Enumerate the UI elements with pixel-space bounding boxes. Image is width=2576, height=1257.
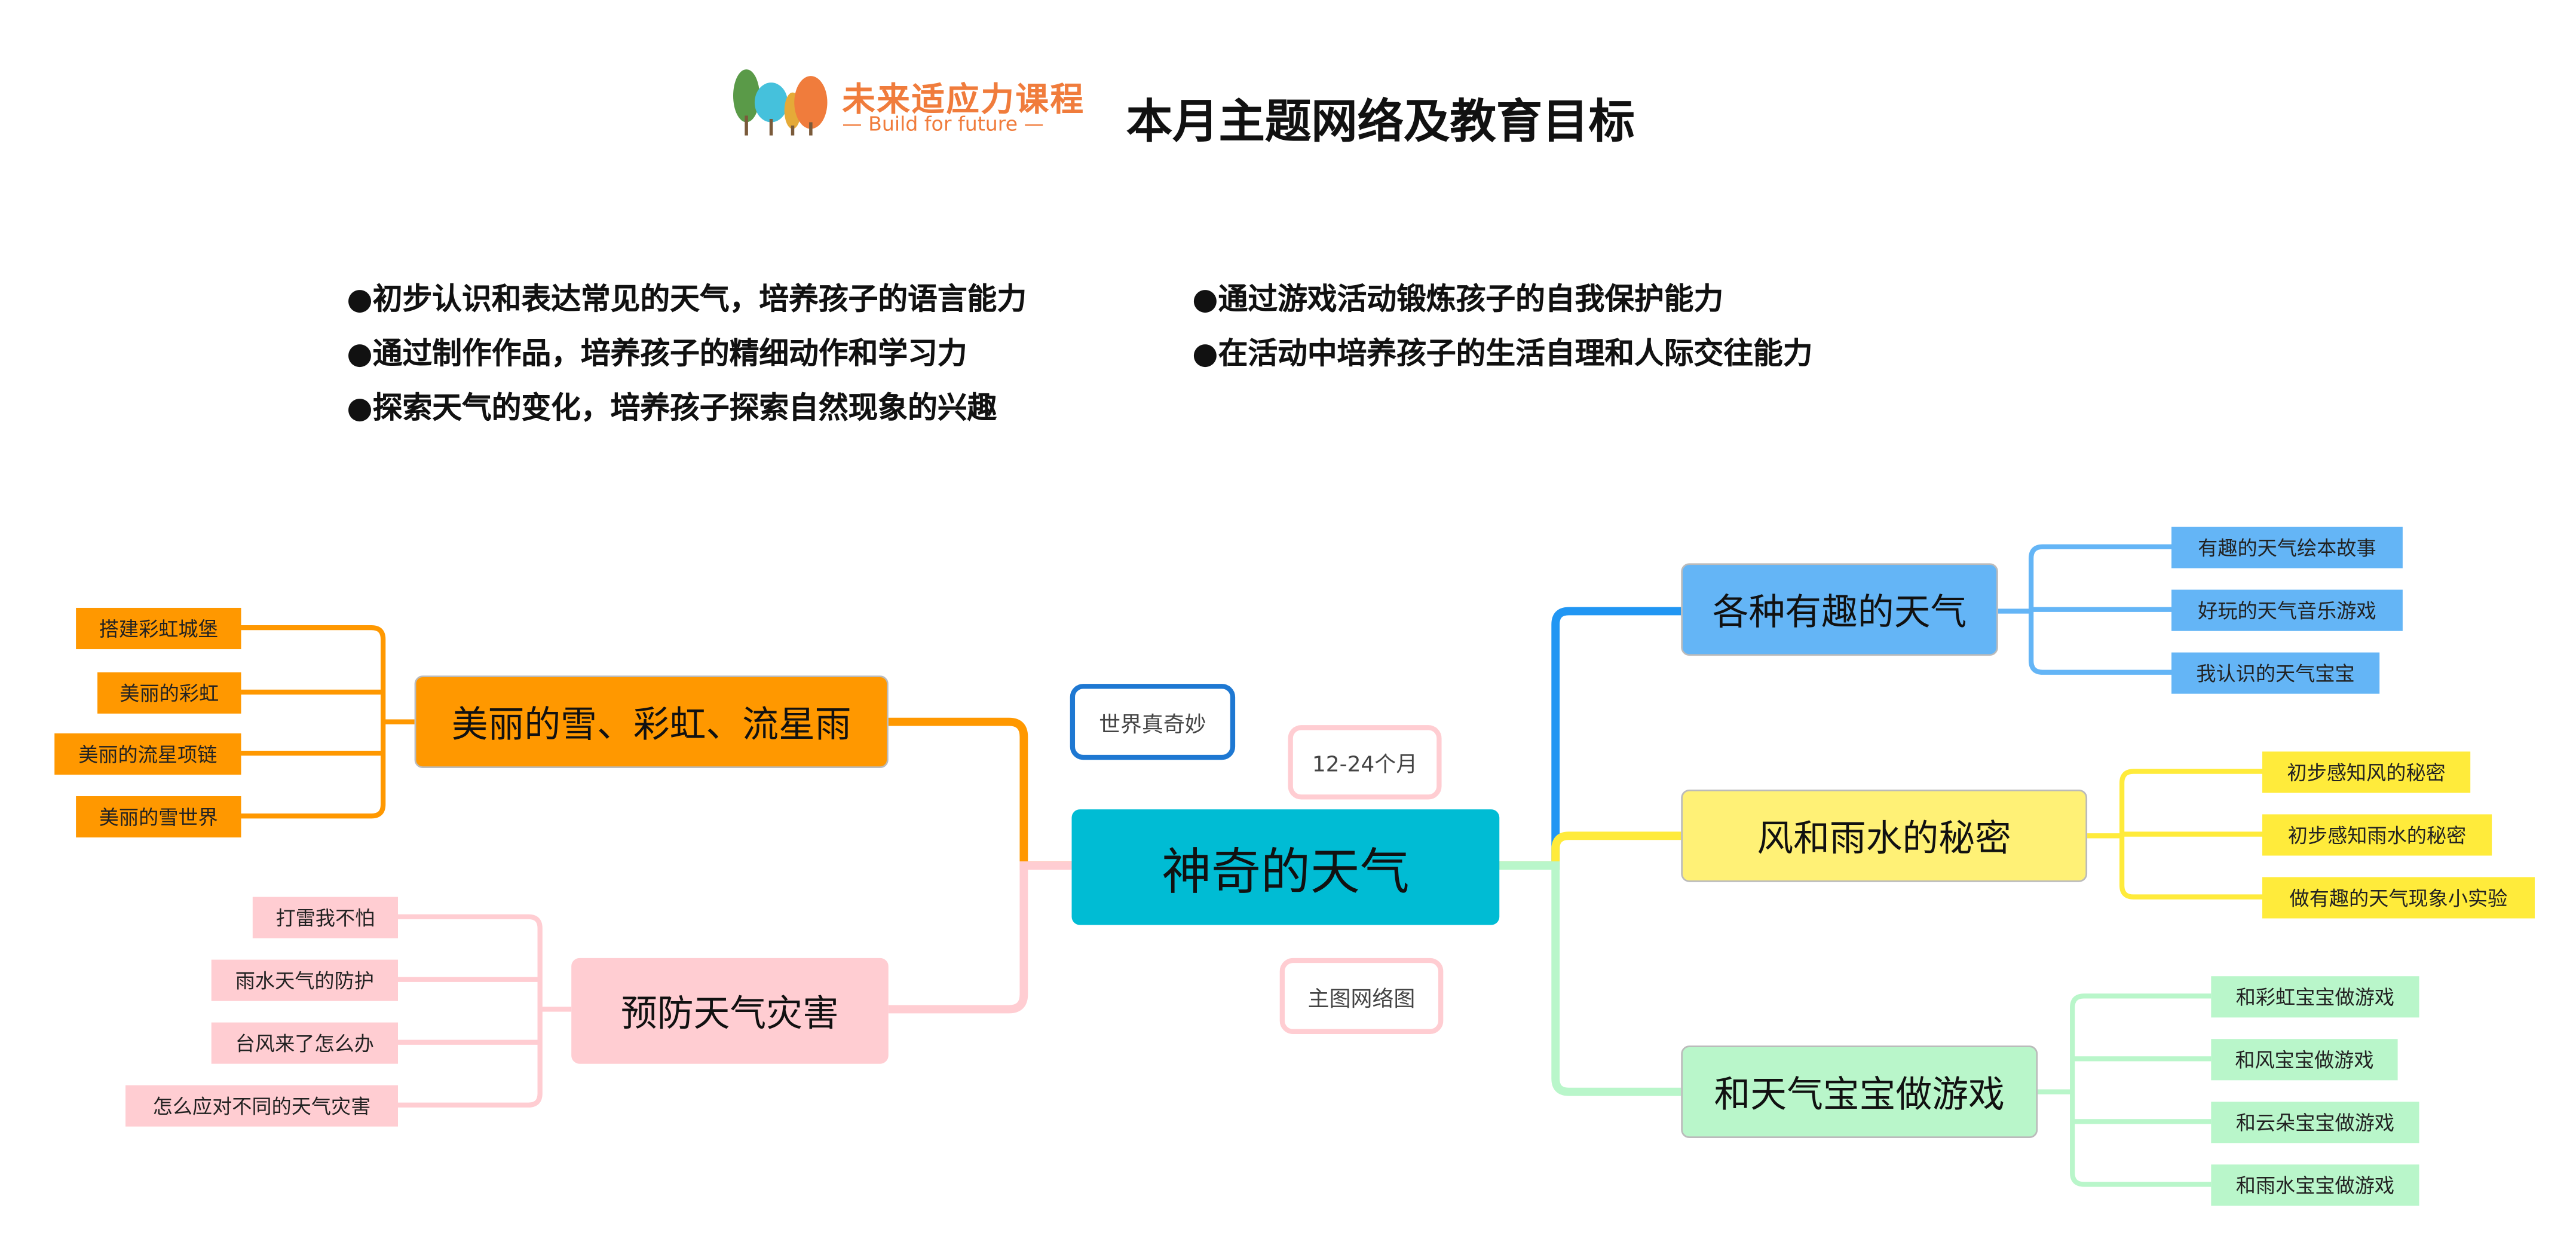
leaf-topic[interactable]: 美丽的雪世界	[76, 796, 241, 838]
bracket-branch-1	[241, 625, 415, 819]
leaf-topic[interactable]: 我认识的天气宝宝	[2171, 652, 2380, 694]
central-topic[interactable]: 神奇的天气	[1071, 809, 1500, 925]
tag-map-type[interactable]: 主图网络图	[1279, 958, 1444, 1034]
leaf-topic[interactable]: 做有趣的天气现象小实验	[2262, 877, 2535, 919]
leaf-topic[interactable]: 美丽的流星项链	[54, 733, 241, 775]
logo-tagline: — Build for future —	[842, 112, 1044, 136]
bracket-branch-3	[1998, 544, 2172, 675]
leaf-topic[interactable]: 和彩虹宝宝做游戏	[2211, 976, 2419, 1018]
bracket-branch-4	[2087, 769, 2262, 900]
leaf-topic[interactable]: 美丽的彩虹	[97, 672, 241, 714]
goal-item: ●通过游戏活动锻炼孩子的自我保护能力	[1192, 282, 1724, 317]
leaf-topic[interactable]: 好玩的天气音乐游戏	[2171, 589, 2403, 631]
connector-branch-3	[1499, 607, 1681, 870]
tag-age[interactable]: 12-24个月	[1288, 725, 1442, 800]
goal-item: ●初步认识和表达常见的天气，培养孩子的语言能力	[347, 282, 1027, 317]
branch-topic[interactable]: 风和雨水的秘密	[1681, 789, 2088, 882]
leaf-topic[interactable]: 打雷我不怕	[252, 897, 399, 938]
bracket-branch-5	[2038, 993, 2211, 1187]
leaf-topic[interactable]: 台风来了怎么办	[211, 1022, 399, 1064]
leaf-topic[interactable]: 和风宝宝做游戏	[2211, 1039, 2398, 1081]
leaf-topic[interactable]: 初步感知风的秘密	[2262, 751, 2471, 793]
logo-text: 未来适应力课程	[842, 79, 1085, 119]
leaf-topic[interactable]: 和雨水宝宝做游戏	[2211, 1164, 2419, 1206]
leaf-topic[interactable]: 有趣的天气绘本故事	[2171, 527, 2403, 568]
connector-branch-1	[888, 717, 1072, 870]
goal-item: ●通过制作作品，培养孩子的精细动作和学习力	[347, 337, 967, 372]
leaf-topic[interactable]: 怎么应对不同的天气灾害	[125, 1085, 399, 1127]
page-title: 本月主题网络及教育目标	[1126, 94, 1635, 149]
connector-branch-5	[1499, 861, 1681, 1096]
branch-topic[interactable]: 各种有趣的天气	[1681, 563, 1998, 656]
branch-topic[interactable]: 和天气宝宝做游戏	[1681, 1045, 2038, 1139]
goal-item: ●在活动中培养孩子的生活自理和人际交往能力	[1192, 337, 1813, 372]
connector-branch-4	[1499, 831, 1681, 870]
branch-topic[interactable]: 预防天气灾害	[571, 958, 889, 1064]
leaf-topic[interactable]: 雨水天气的防护	[211, 959, 399, 1001]
leaf-topic[interactable]: 搭建彩虹城堡	[76, 607, 241, 650]
logo-trees-icon	[733, 69, 828, 136]
goal-item: ●探索天气的变化，培养孩子探索自然现象的兴趣	[347, 391, 997, 426]
bracket-branch-2	[398, 914, 572, 1108]
branch-topic[interactable]: 美丽的雪、彩虹、流星雨	[414, 675, 889, 769]
tag-world[interactable]: 世界真奇妙	[1070, 684, 1236, 760]
leaf-topic[interactable]: 和云朵宝宝做游戏	[2211, 1102, 2419, 1143]
leaf-topic[interactable]: 初步感知雨水的秘密	[2262, 814, 2492, 856]
connector-branch-2	[888, 861, 1072, 1014]
